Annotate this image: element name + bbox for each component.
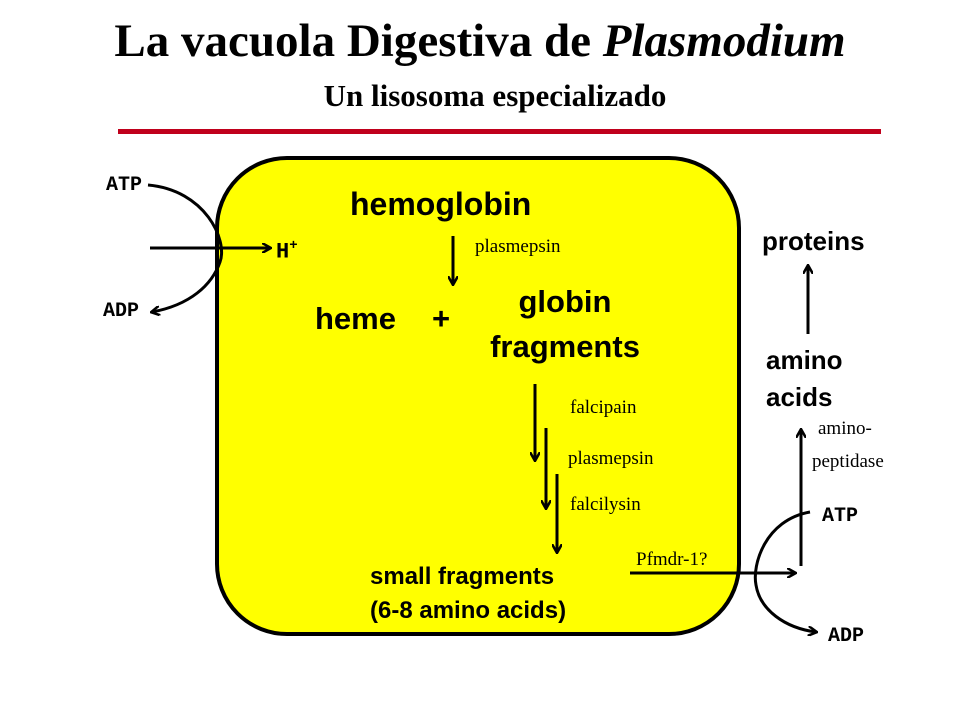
right-atp-label: ATP [822,505,859,528]
heme-label: heme [315,301,396,336]
small-fragments-line1: small fragments [370,563,555,590]
amino-acids-line1: amino [766,345,843,375]
aminopeptidase-line2: peptidase [812,451,884,472]
page-subtitle: Un lisosoma especializado [323,78,667,113]
title-divider [118,129,881,134]
left-atp-label: ATP [106,174,143,197]
proton-symbol: H [276,239,290,265]
aminopeptidase-line1: amino- [818,418,872,439]
plus-sign: + [432,301,451,336]
digestive-vacuole [215,156,741,636]
left-pump-curve [147,183,223,312]
proton-charge: + [289,238,298,254]
page-title: La vacuola Digestiva de Plasmodium [0,14,960,68]
title-main: La vacuola Digestiva de [114,15,591,67]
proteins-label: proteins [762,226,865,256]
proton-label: H+ [276,238,298,264]
right-adp-label: ADP [828,625,865,648]
globin-label-line1: globin [518,284,612,319]
pfmdr1-label: Pfmdr-1? [636,549,708,570]
hemoglobin-label: hemoglobin [350,186,532,222]
small-fragments-line2: (6-8 amino acids) [370,597,567,624]
enzyme-falcipain: falcipain [570,397,637,418]
plasmepsin-label-1: plasmepsin [475,236,561,257]
enzyme-plasmepsin: plasmepsin [568,448,654,469]
title-italic: Plasmodium [602,15,846,67]
amino-acids-line2: acids [766,382,833,412]
right-pump-curve [753,510,816,632]
enzyme-falcilysin: falcilysin [570,494,641,515]
left-adp-label: ADP [103,300,140,323]
globin-label-line2: fragments [490,329,640,364]
